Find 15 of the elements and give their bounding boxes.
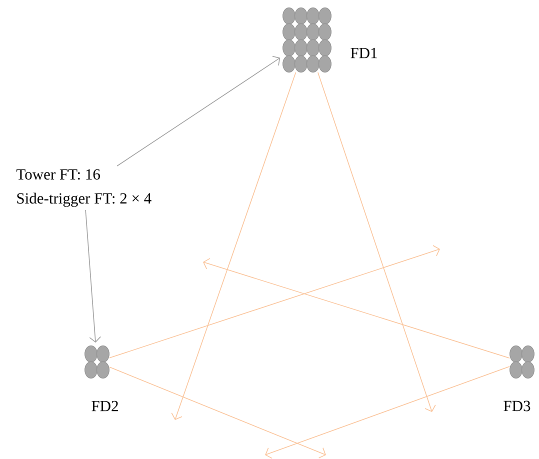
detector-array-drawing xyxy=(510,346,534,378)
arrow xyxy=(116,56,280,166)
arrow xyxy=(171,72,296,420)
arrow xyxy=(109,245,440,358)
arrow xyxy=(203,258,510,359)
arrow xyxy=(317,72,436,412)
arrow xyxy=(85,210,101,343)
detector-array-drawing xyxy=(84,346,110,378)
detector-array-drawing xyxy=(282,8,332,72)
node-label: FD3 xyxy=(504,400,530,412)
node-label: FD2 xyxy=(92,400,118,412)
arrow xyxy=(109,366,326,458)
annotation-text: Tower FT: 16 Side-trigger FT: 2 × 4 xyxy=(16,169,152,207)
arrow xyxy=(265,366,510,459)
node-label: FD1 xyxy=(350,48,377,58)
